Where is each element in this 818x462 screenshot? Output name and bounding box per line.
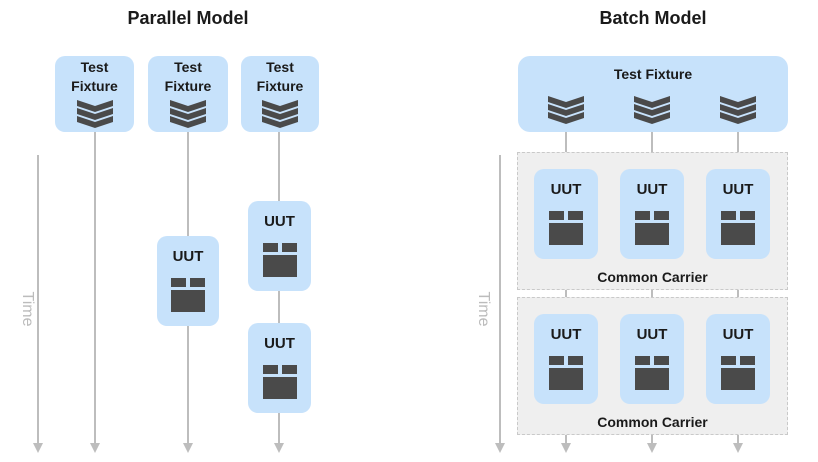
parallel-test-fixture-1: Test Fixture — [55, 56, 134, 132]
fixture-layers-icon — [170, 100, 206, 128]
common-carrier-1: UUT UUT UUT Common Carrier — [517, 152, 788, 290]
batch-test-fixture: Test Fixture — [518, 56, 788, 132]
uut-label: UUT — [722, 181, 754, 198]
common-carrier-label: Common Carrier — [597, 414, 708, 430]
fixture-label-line1: Test — [80, 59, 109, 75]
uut-label: UUT — [172, 248, 204, 265]
box-icon — [262, 243, 297, 277]
parallel-time-label: Time — [19, 291, 36, 327]
fixture-layers-icon — [76, 100, 113, 128]
batch-time-label: Time — [475, 291, 492, 327]
parallel-uut-2: UUT — [248, 201, 311, 291]
fixture-layers-icon — [720, 96, 756, 124]
batch-model-title: Batch Model — [599, 8, 707, 28]
fixture-label-line2: Fixture — [256, 78, 304, 94]
batch-uut: UUT — [706, 169, 770, 259]
parallel-model-title: Parallel Model — [127, 8, 249, 28]
batch-uut: UUT — [620, 169, 684, 259]
batch-uut: UUT — [620, 314, 684, 404]
batch-uut: UUT — [534, 169, 598, 259]
box-icon — [635, 356, 669, 390]
fixture-label-line1: Test — [174, 59, 202, 75]
box-icon — [721, 356, 755, 390]
batch-uut: UUT — [706, 314, 770, 404]
parallel-test-fixture-3: Test Fixture — [241, 56, 319, 132]
uut-label: UUT — [550, 181, 582, 198]
uut-label: UUT — [636, 181, 668, 198]
parallel-uut-1: UUT — [157, 236, 219, 326]
uut-label: UUT — [264, 335, 295, 352]
batch-uut: UUT — [534, 314, 598, 404]
box-icon — [549, 356, 583, 390]
box-icon — [635, 211, 669, 245]
parallel-uut-3: UUT — [248, 323, 311, 413]
uut-label: UUT — [636, 326, 668, 343]
fixture-label-line2: Fixture — [71, 78, 118, 94]
fixture-label-line2: Fixture — [164, 78, 212, 94]
fixture-layers-icon — [634, 96, 670, 124]
box-icon — [721, 211, 755, 245]
box-icon — [171, 278, 205, 312]
fixture-layers-icon — [262, 100, 298, 128]
batch-fixture-label: Test Fixture — [613, 66, 693, 82]
uut-label: UUT — [550, 326, 582, 343]
fixture-label-line1: Test — [266, 59, 294, 75]
common-carrier-2: UUT UUT UUT Common Carrier — [517, 297, 788, 435]
parallel-test-fixture-2: Test Fixture — [148, 56, 228, 132]
uut-label: UUT — [264, 213, 295, 230]
fixture-layers-icon — [548, 96, 584, 124]
common-carrier-label: Common Carrier — [597, 269, 708, 285]
uut-label: UUT — [722, 326, 754, 343]
box-icon — [549, 211, 583, 245]
box-icon — [262, 365, 297, 399]
